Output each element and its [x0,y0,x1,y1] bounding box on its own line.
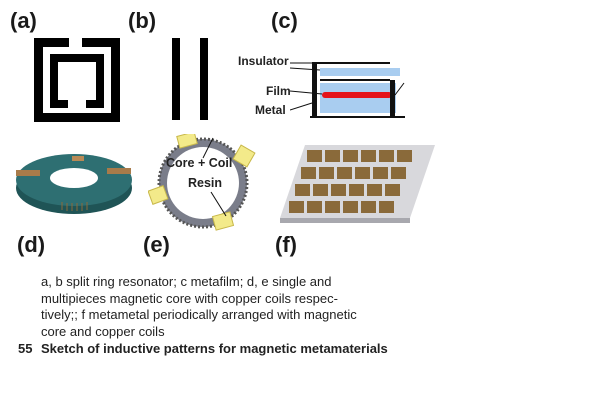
panel-label-d: (d) [17,232,46,257]
panel-label-b: (b) [128,8,157,33]
caption-line: a, b split ring resonator; c metafilm; d… [41,274,332,289]
array-tile [289,201,304,213]
array-tile [325,201,340,213]
caption-line: tively;; f metametal periodically arrang… [41,307,357,322]
array-tile [337,167,352,179]
array-tile [397,150,412,162]
array-tile [385,184,400,196]
metafilm-diagram-c [290,62,405,118]
panel-label-c: (c) [271,8,298,33]
toroid-core-d [16,154,132,214]
annotation-core-coil: Core + Coil [166,156,233,170]
split-ring-resonator-a [34,38,120,122]
figure-number: 55 [18,341,33,356]
array-tile [349,184,364,196]
figure-title: Sketch of inductive patterns for magneti… [41,341,388,356]
annotation-resin: Resin [188,176,223,190]
array-tile [379,150,394,162]
array-tile [367,184,382,196]
array-tile [301,167,316,179]
array-tile [343,150,358,162]
array-tile [319,167,334,179]
array-tile [361,201,376,213]
caption-line: core and copper coils [41,323,165,339]
metametal-array-f [280,145,435,223]
array-tile [307,150,322,162]
array-tile [307,201,322,213]
array-tile [295,184,310,196]
panel-label-f: (f) [275,232,297,257]
panel-label-e: (e) [143,232,170,257]
array-tile [373,167,388,179]
array-tile [355,167,370,179]
array-tile [391,167,406,179]
caption-line: multipieces magnetic core with copper co… [41,290,338,306]
array-tile [313,184,328,196]
annotation-film: Film [266,84,291,98]
annotation-insulator: Insulator [238,54,289,68]
wire-pair-b [172,38,208,120]
array-tile [379,201,394,213]
figure-caption: a, b split ring resonator; c metafilm; d… [41,274,427,340]
multipiece-core-e [148,134,256,231]
array-tile [331,184,346,196]
annotation-metal: Metal [255,103,286,117]
panel-label-a: (a) [10,8,37,33]
array-tile [325,150,340,162]
array-tile [343,201,358,213]
array-tile [361,150,376,162]
